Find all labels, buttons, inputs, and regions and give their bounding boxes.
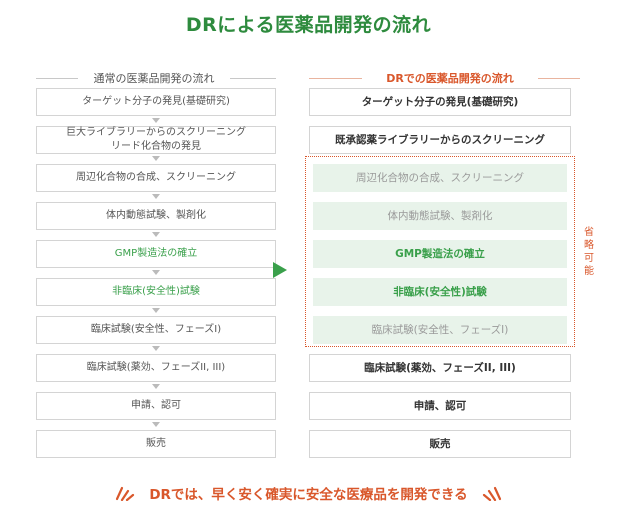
play-arrow-icon: [273, 262, 287, 278]
left-step-7: 臨床試験(安全性、フェーズI): [36, 316, 276, 344]
right-step-label: 臨床試験(薬効、フェーズII, III): [364, 362, 516, 374]
down-arrow-icon: [152, 384, 160, 389]
left-step-10: 販売: [36, 430, 276, 458]
down-arrow-icon: [152, 156, 160, 161]
omittable-label: 省略可能: [584, 227, 594, 277]
left-step-label: 体内動態試験、製剤化: [106, 210, 206, 221]
down-arrow-icon: [152, 422, 160, 427]
left-step-label: 非臨床(安全性)試験: [112, 286, 200, 297]
left-step-8: 臨床試験(薬効、フェーズII, III): [36, 354, 276, 382]
right-step-10: 販売: [309, 430, 571, 458]
right-step-label: ターゲット分子の発見(基礎研究): [361, 96, 519, 108]
omittable-region: [305, 156, 575, 347]
down-arrow-icon: [152, 118, 160, 123]
left-step-label: 臨床試験(安全性、フェーズI): [90, 324, 222, 335]
left-burst-icon: [115, 485, 135, 505]
down-arrow-icon: [152, 194, 160, 199]
right-step-2: 既承認薬ライブラリーからのスクリーニング: [309, 126, 571, 154]
right-burst-icon: [482, 485, 502, 505]
right-step-label: GMP製造法の確立: [395, 248, 485, 260]
down-arrow-icon: [152, 232, 160, 237]
left-step-label: ターゲット分子の発見(基礎研究): [82, 96, 230, 107]
footer-text: DRでは、早く安く確実に安全な医療品を開発できる: [149, 487, 468, 503]
right-step-label: 販売: [429, 438, 451, 450]
left-step-9: 申請、認可: [36, 392, 276, 420]
down-arrow-icon: [152, 346, 160, 351]
left-step-label: 臨床試験(薬効、フェーズII, III): [86, 362, 226, 373]
left-step-4: 体内動態試験、製剤化: [36, 202, 276, 230]
down-arrow-icon: [152, 270, 160, 275]
left-step-2: 巨大ライブラリーからのスクリーニング リード化合物の発見: [36, 126, 276, 154]
left-step-3: 周辺化合物の合成、スクリーニング: [36, 164, 276, 192]
right-step-5: GMP製造法の確立: [313, 240, 567, 268]
right-step-9: 申請、認可: [309, 392, 571, 420]
left-step-6: 非臨床(安全性)試験: [36, 278, 276, 306]
right-step-1: ターゲット分子の発見(基礎研究): [309, 88, 571, 116]
left-step-label: 周辺化合物の合成、スクリーニング: [76, 172, 236, 183]
left-step-label: GMP製造法の確立: [114, 248, 198, 259]
right-step-4: 体内動態試験、製剤化: [313, 202, 567, 230]
right-step-3: 周辺化合物の合成、スクリーニング: [313, 164, 567, 192]
right-step-label: 非臨床(安全性)試験: [393, 286, 487, 298]
right-step-label: 臨床試験(安全性、フェーズI): [371, 324, 509, 336]
left-column-heading: 通常の医薬品開発の流れ: [78, 70, 230, 86]
right-step-label: 周辺化合物の合成、スクリーニング: [356, 172, 524, 184]
right-column-heading: DRでの医薬品開発の流れ: [362, 70, 538, 86]
footer-statement: DRでは、早く安く確実に安全な医療品を開発できる: [0, 483, 617, 505]
right-step-6: 非臨床(安全性)試験: [313, 278, 567, 306]
page-title: DRによる医薬品開発の流れ: [185, 14, 432, 36]
down-arrow-icon: [152, 308, 160, 313]
right-step-7: 臨床試験(安全性、フェーズI): [313, 316, 567, 344]
right-step-label: 申請、認可: [413, 400, 467, 412]
right-step-8: 臨床試験(薬効、フェーズII, III): [309, 354, 571, 382]
left-step-label: 販売: [146, 438, 166, 449]
left-step-1: ターゲット分子の発見(基礎研究): [36, 88, 276, 116]
right-step-label: 体内動態試験、製剤化: [387, 210, 493, 222]
right-step-label: 既承認薬ライブラリーからのスクリーニング: [335, 134, 545, 146]
left-step-5: GMP製造法の確立: [36, 240, 276, 268]
left-step-label: 巨大ライブラリーからのスクリーニング リード化合物の発見: [66, 127, 246, 152]
left-step-label: 申請、認可: [131, 400, 181, 411]
